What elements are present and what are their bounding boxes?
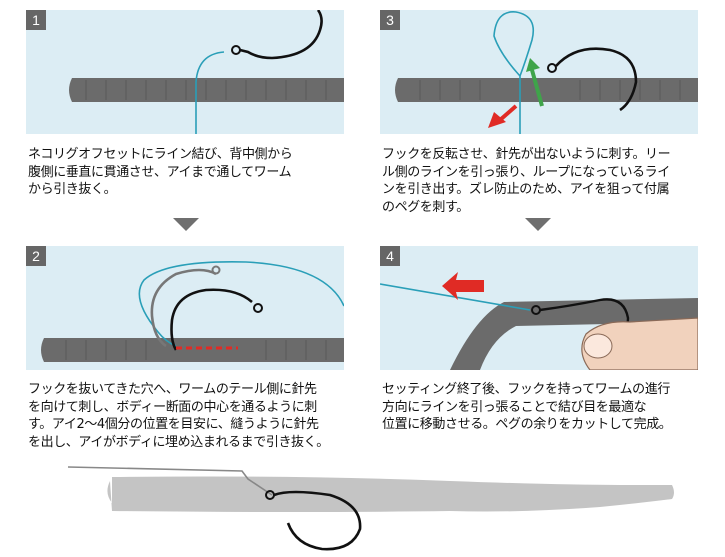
down-triangle-icon	[173, 218, 199, 231]
step-4-illustration	[380, 272, 698, 370]
finished-rig-illustration	[67, 466, 674, 551]
step-2-illustration	[41, 261, 344, 362]
caption-line: フックを抜いてきた穴へ、ワームのテール側に針先	[28, 382, 317, 397]
caption-line: す。アイ2～4個分の位置を目安に、縫うように針先	[28, 417, 319, 432]
red-arrow-icon	[488, 104, 518, 128]
finished-line	[67, 466, 273, 496]
step-3-panel: 3	[380, 10, 698, 134]
hook-icon	[170, 288, 253, 351]
caption-line: 位置に移動させる。ペグの余りをカットして完成。	[382, 417, 672, 432]
caption-line: 腹側に垂直に貫通させ、アイまで通してワーム	[28, 164, 292, 180]
worm-body	[450, 298, 698, 370]
step-1-number: 1	[26, 10, 46, 30]
step-1-illustration	[69, 10, 344, 134]
caption-line: を向けて刺し、ボディー断面の中心を通るように刺	[28, 399, 317, 415]
step-3-illustration	[395, 11, 698, 134]
caption-line: セッティング終了後、フックを持ってワームの進行	[382, 382, 670, 397]
step-2-caption: フックを抜いてきた穴へ、ワームのテール側に針先 を向けて刺し、ボディー断面の中心…	[28, 381, 358, 451]
step-4-caption: セッティング終了後、フックを持ってワームの進行 方向にラインを引っ張ることで結び…	[382, 381, 712, 434]
hook-eye	[231, 45, 241, 55]
line-loop	[493, 11, 535, 134]
hook-icon	[273, 490, 362, 551]
finished-worm-body	[107, 481, 674, 512]
down-triangle-icon	[525, 218, 551, 231]
worm-body	[41, 338, 344, 362]
caption-line: 方向にラインを引っ張ることで結び目を最適な	[382, 399, 647, 415]
caption-line: ンを引き出す。ズレ防止のため、アイを狙って付属	[382, 182, 670, 197]
step-3-caption: フックを反転させ、針先が出ないように刺す。リー ル側のラインを引っ張り、ループに…	[382, 146, 712, 216]
hook-icon	[555, 47, 638, 112]
fishing-line	[195, 51, 225, 134]
hook-ghost	[150, 268, 217, 348]
caption-line: ル側のラインを引っ張り、ループになっているライ	[382, 164, 670, 180]
finger-icon	[581, 317, 698, 370]
caption-line: のペグを刺す。	[382, 199, 469, 215]
worm-body	[395, 78, 698, 102]
caption-line: から引き抜く。	[28, 182, 117, 197]
hook-icon	[239, 10, 323, 60]
step-4-number: 4	[380, 246, 400, 266]
step-3-number: 3	[380, 10, 400, 30]
green-arrow-icon	[526, 58, 544, 107]
red-arrow-icon	[442, 272, 484, 300]
step-1-panel: 1	[26, 10, 344, 134]
caption-line: フックを反転させ、針先が出ないように刺す。リー	[382, 147, 671, 162]
step-2-panel: 2	[26, 246, 344, 370]
caption-line: を出し、アイがボディに埋め込まれるまで引き抜く。	[28, 434, 329, 450]
fishing-line	[138, 261, 344, 347]
step-1-caption: ネコリグオフセットにライン結び、背中側から 腹側に垂直に貫通させ、アイまで通して…	[28, 146, 358, 199]
caption-line: ネコリグオフセットにライン結び、背中側から	[28, 147, 293, 162]
step-4-panel: 4	[380, 246, 698, 370]
step-2-number: 2	[26, 246, 46, 266]
